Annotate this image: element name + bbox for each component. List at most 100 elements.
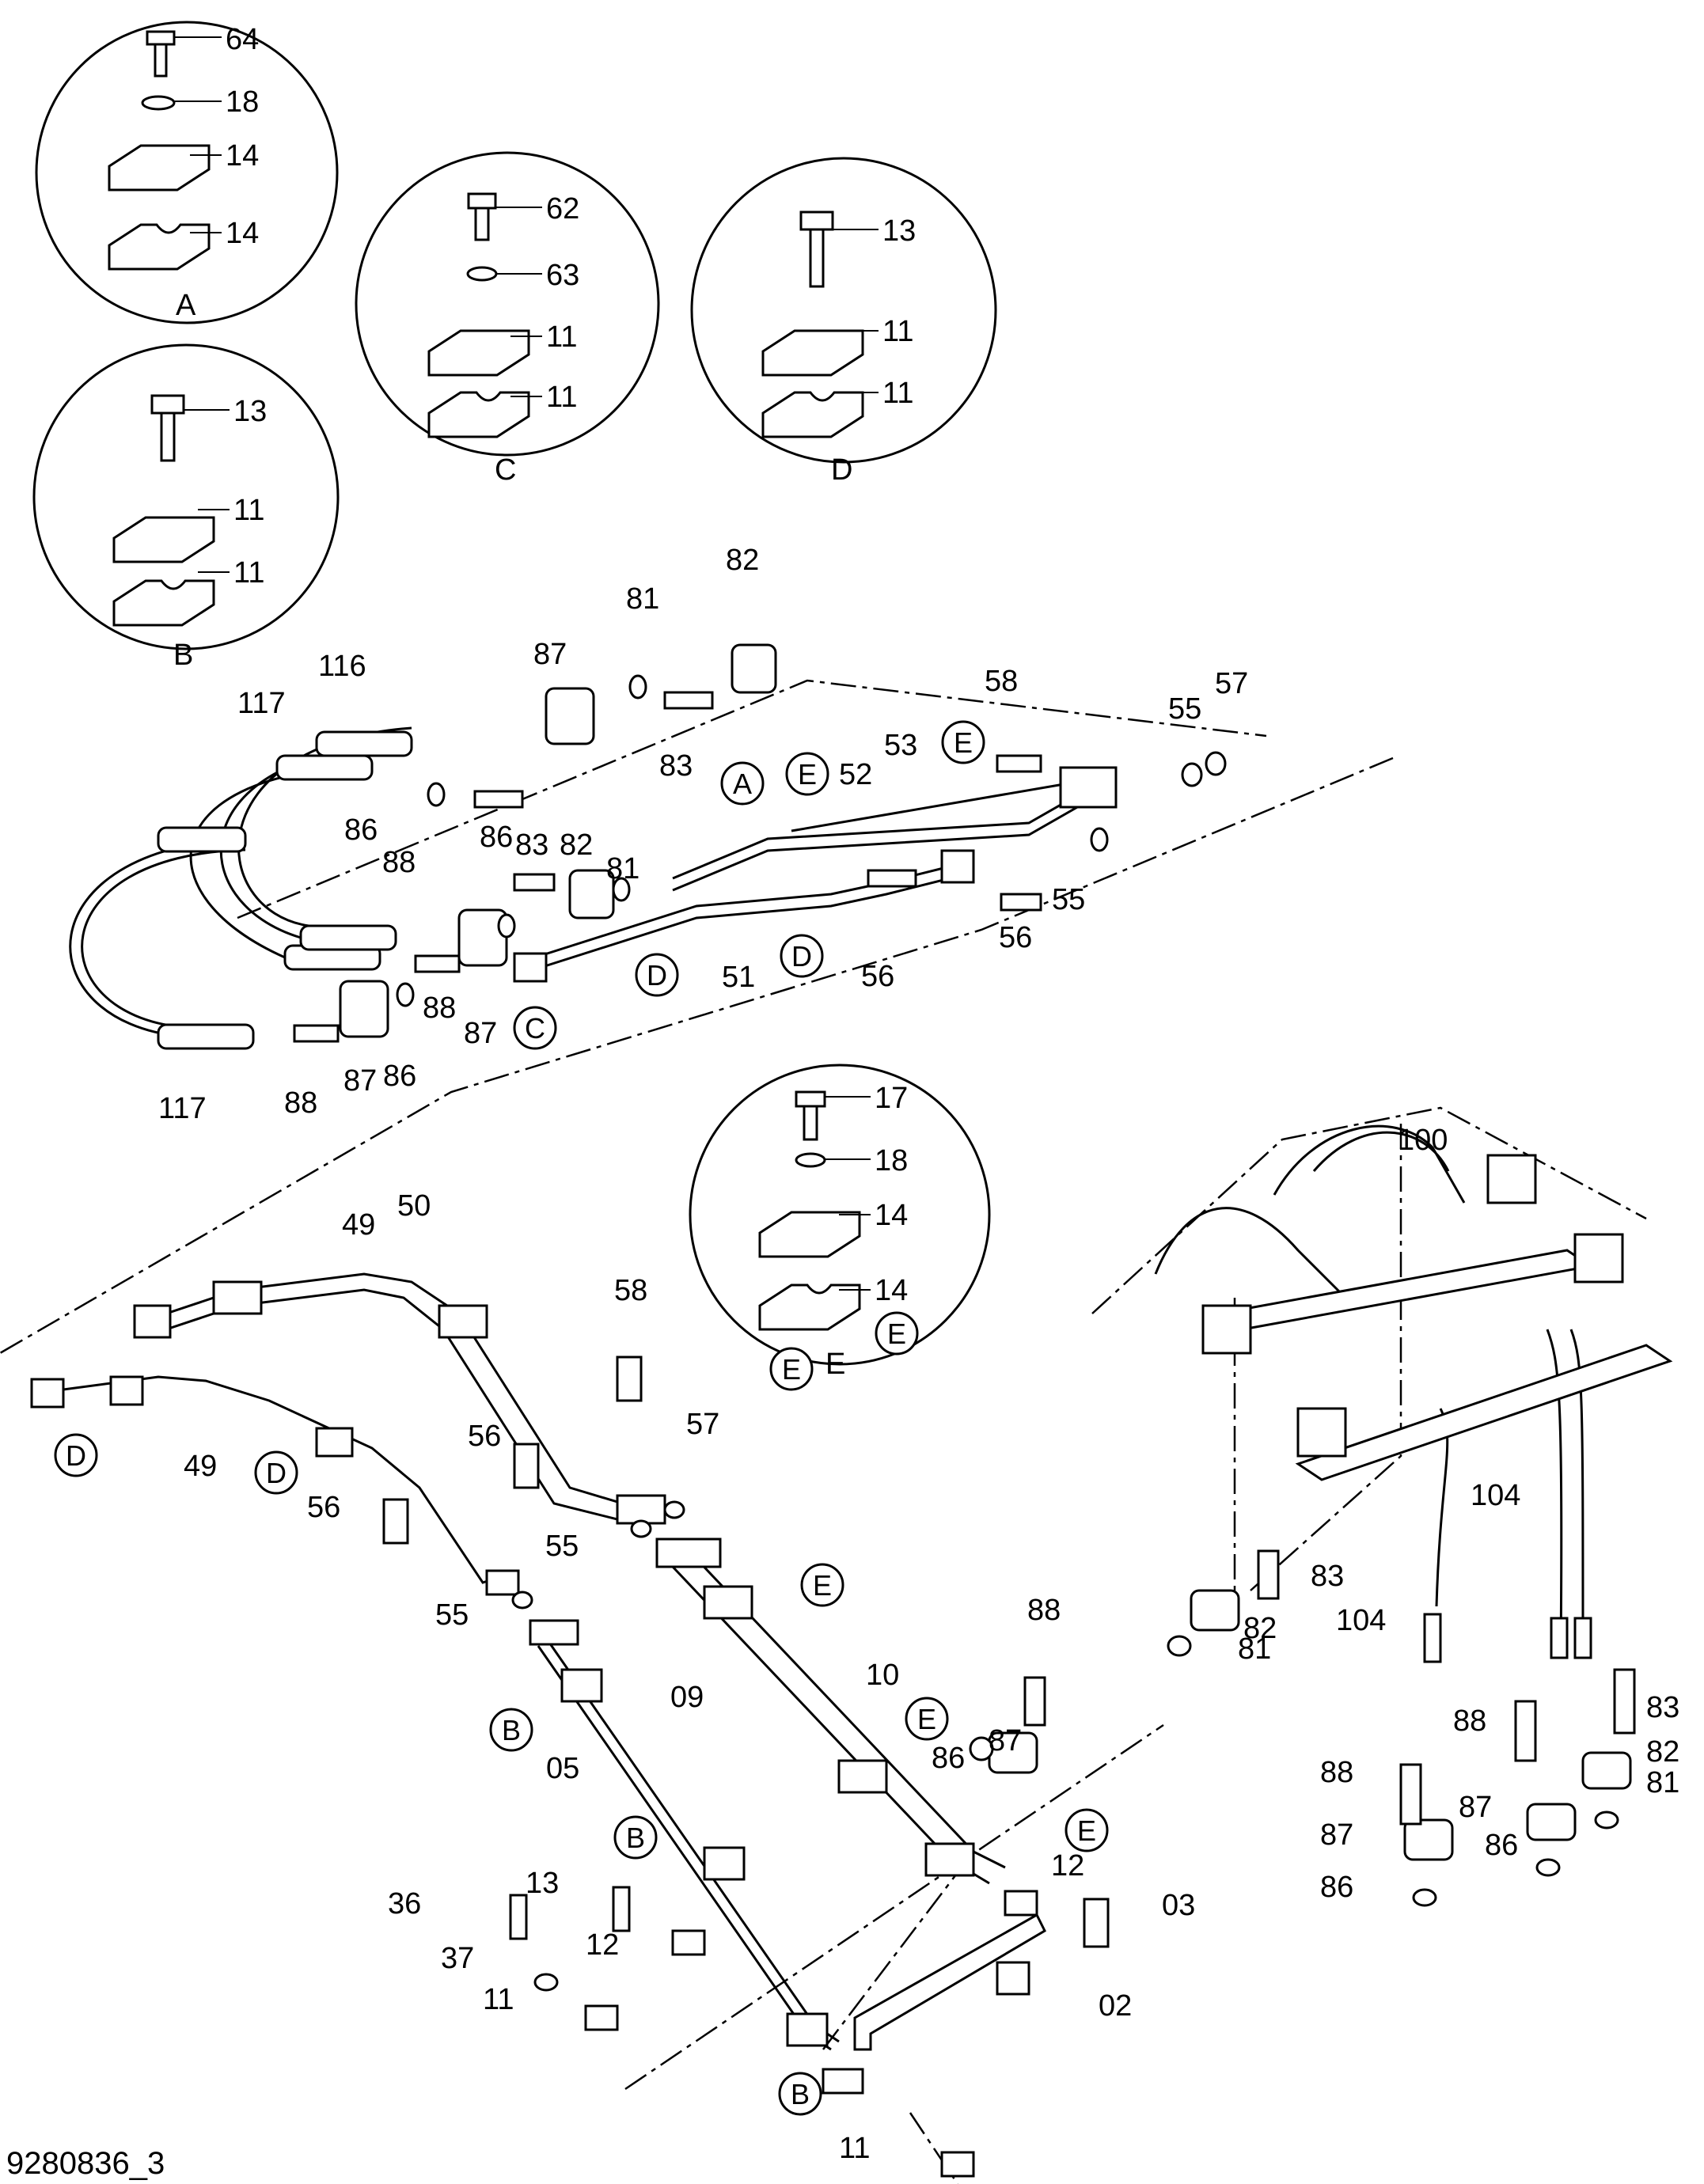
clamp-e: [703, 1585, 753, 1620]
reference-marker-label: E: [798, 758, 817, 791]
part-number-callout: 56: [468, 1420, 501, 1453]
part-number-callout: 117: [158, 1092, 207, 1125]
part-number-callout: 36: [388, 1887, 421, 1920]
part-number-callout: 50: [397, 1189, 431, 1223]
part-number-callout: 53: [884, 729, 917, 762]
valve-block: [1486, 1154, 1537, 1204]
part-number-callout: 56: [861, 960, 894, 993]
reference-marker-label: A: [733, 768, 752, 800]
detail-c-key: C: [495, 453, 516, 487]
tube-end-block: [1059, 766, 1118, 809]
part-number-callout: 81: [1646, 1766, 1679, 1799]
detail-e-label-1: 17: [875, 1082, 908, 1115]
clamp-d: [109, 1375, 144, 1406]
reference-marker: E: [875, 1311, 919, 1356]
bolt-13: [612, 1886, 631, 1932]
right-hose-valve-assembly: [969, 1106, 1673, 1907]
middle-tube-assembly: [30, 1272, 685, 1610]
hose-104-fitting: [1423, 1613, 1442, 1663]
o-ring-81: [1167, 1635, 1192, 1657]
part-number-callout: 52: [839, 758, 872, 791]
hose-end-fitting: [157, 1023, 255, 1050]
tube-end-block: [30, 1378, 65, 1409]
flange-82: [731, 643, 777, 694]
washer-37: [533, 1973, 559, 1992]
tube-end-block: [655, 1538, 722, 1568]
part-number-callout: 83: [659, 749, 693, 783]
hose-end-fitting: [157, 826, 247, 853]
reference-marker-label: D: [791, 940, 812, 973]
part-number-callout: 86: [344, 813, 378, 847]
part-number-callout: 82: [726, 544, 759, 577]
diagram-id: 9280836_3: [6, 2146, 165, 2181]
tube-end-block: [133, 1304, 172, 1339]
detail-b-label-1: 13: [233, 395, 267, 428]
reference-marker: E: [905, 1697, 949, 1741]
bracket-foot: [996, 1961, 1030, 1996]
part-number-callout: 12: [1051, 1849, 1084, 1883]
bolt-36: [509, 1894, 528, 1940]
hose-end-fitting: [315, 730, 413, 757]
clamp-b: [786, 2012, 829, 2047]
hose-100-outer: [1312, 1131, 1450, 1172]
part-number-callout: 104: [1336, 1604, 1386, 1637]
reference-marker: A: [720, 761, 765, 806]
part-number-callout: 86: [1320, 1871, 1353, 1904]
part-number-callout: 88: [284, 1086, 317, 1120]
detail-c-label-3: 11: [546, 320, 577, 354]
o-ring-57: [663, 1500, 685, 1519]
upper-hose-assembly: [0, 643, 1394, 1355]
part-number-callout: 82: [1646, 1735, 1679, 1769]
part-number-callout: 88: [423, 992, 456, 1025]
part-number-callout: 88: [1027, 1594, 1061, 1627]
reference-marker-label: E: [887, 1318, 906, 1350]
reference-marker: E: [785, 752, 829, 796]
tube-end-block: [485, 1569, 520, 1596]
part-number-callout: 82: [560, 828, 593, 862]
valve-block: [1201, 1304, 1252, 1355]
lower-dash-line-3: [909, 2112, 959, 2184]
detail-b-key: B: [173, 639, 193, 672]
part-number-callout: 12: [586, 1928, 619, 1962]
detail-c-label-1: 62: [546, 192, 579, 226]
bolt-56: [513, 1443, 540, 1489]
reference-marker-label: E: [1077, 1814, 1096, 1847]
tube-49-inner: [142, 1288, 634, 1525]
reference-marker-label: D: [647, 959, 667, 992]
reference-marker-label: E: [954, 726, 973, 759]
clamp-d: [315, 1427, 354, 1458]
upper-centerline: [237, 679, 1267, 919]
tube-52: [672, 790, 1085, 880]
bolt-88: [1514, 1700, 1537, 1762]
o-ring-55: [1181, 762, 1203, 787]
part-number-callout: 55: [545, 1530, 579, 1563]
clamp-e: [924, 1842, 975, 1877]
reference-marker-label: E: [813, 1569, 832, 1602]
lower-tube-bracket-assembly: [509, 1538, 1164, 2184]
flange-87: [1403, 1818, 1454, 1861]
reference-marker: E: [800, 1563, 844, 1607]
tube-end-block: [513, 952, 548, 983]
bolt-83: [663, 691, 714, 710]
detail-a-label-3: 14: [226, 139, 259, 173]
o-ring-55: [511, 1591, 533, 1610]
detail-e-label-3: 14: [875, 1199, 908, 1232]
o-ring-86: [969, 1736, 994, 1761]
reference-marker-label: E: [917, 1703, 936, 1735]
reference-marker-label: B: [791, 2078, 810, 2110]
bolt-88: [1399, 1763, 1422, 1826]
flange-87: [339, 980, 389, 1038]
flange-87: [545, 687, 595, 745]
part-number-callout: 55: [1168, 692, 1201, 726]
part-number-callout: 55: [1052, 883, 1085, 916]
reference-marker: B: [778, 2072, 822, 2116]
section-boundary-line: [0, 756, 1394, 1355]
flange-87: [1526, 1803, 1577, 1841]
part-number-callout: 05: [546, 1752, 579, 1785]
part-number-callout: 10: [866, 1659, 899, 1692]
hose-100: [1273, 1124, 1466, 1204]
clamp-b: [560, 1668, 603, 1703]
bracket-end: [822, 2068, 864, 2095]
reference-marker: D: [54, 1433, 98, 1477]
